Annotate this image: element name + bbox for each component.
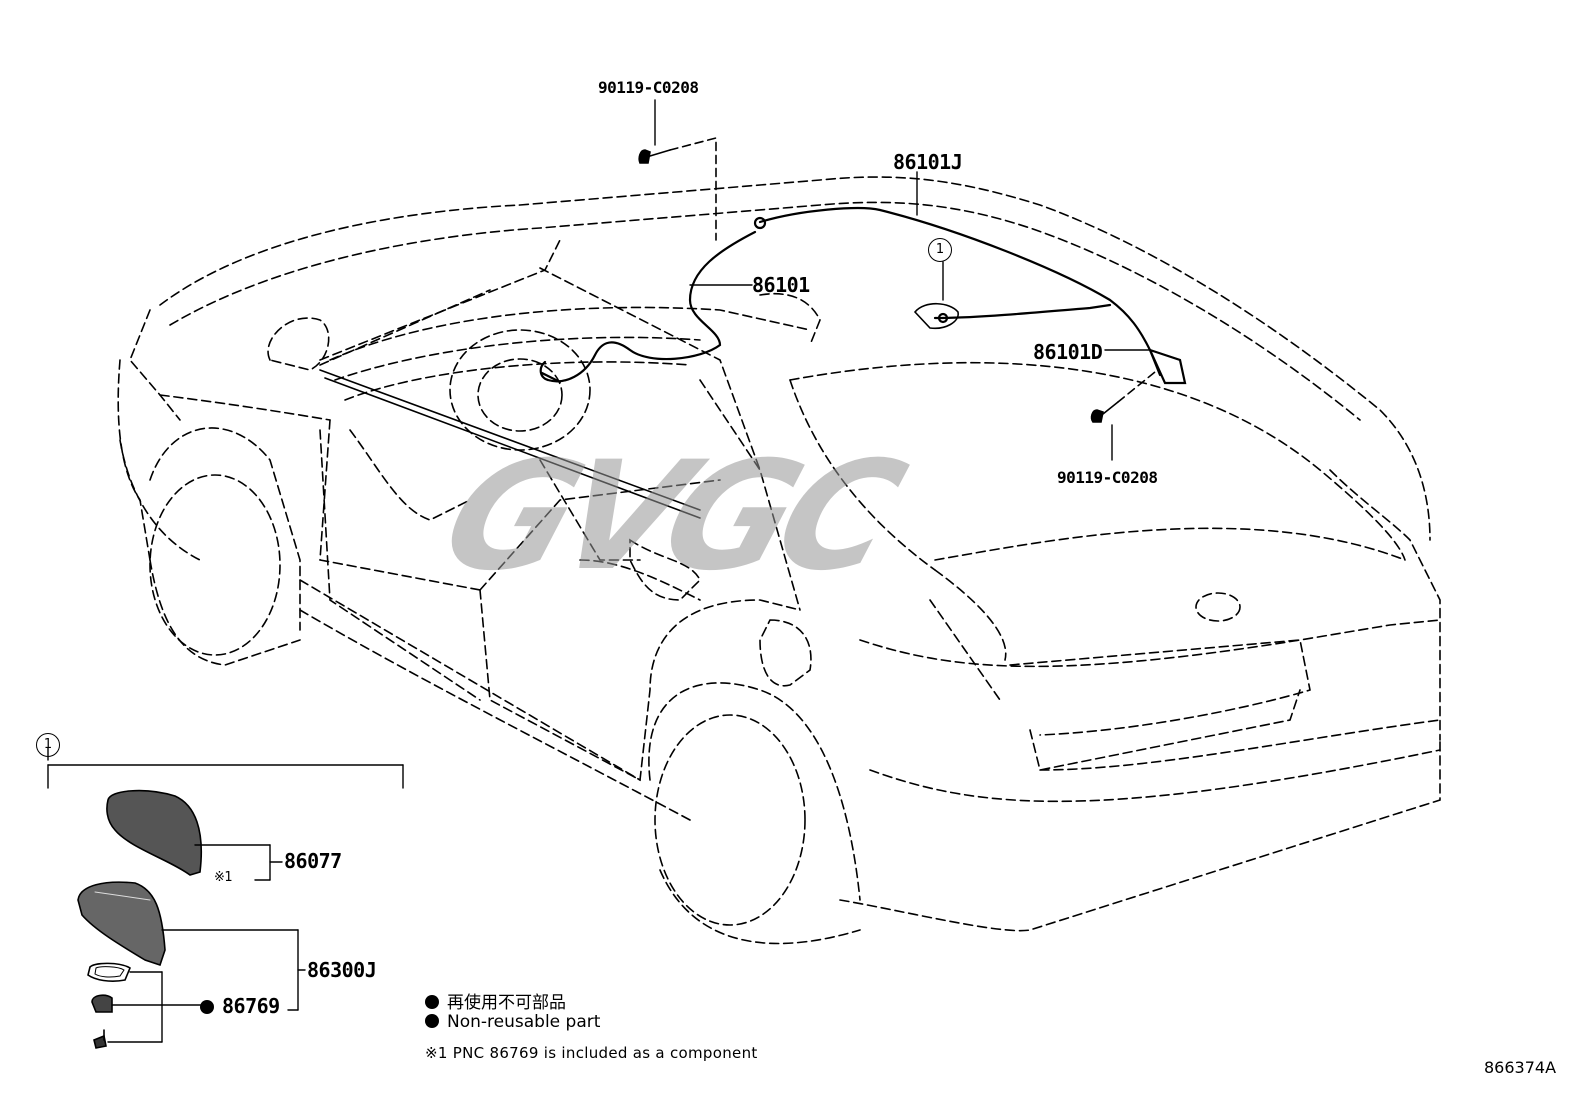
bolt-top-icon [638, 136, 717, 241]
legend-english-text: Non-reusable part [447, 1012, 601, 1032]
legend-bullet-icon [425, 1014, 439, 1028]
connector-icon [91, 994, 113, 1013]
label-cord-roof: 86101J [893, 150, 963, 174]
antenna-cord-front [539, 230, 757, 384]
legend-english: Non-reusable part [425, 1012, 600, 1032]
label-gasket-text: 86769 [222, 994, 280, 1018]
legend-note: ※1 PNC 86769 is included as a component [425, 1044, 758, 1062]
label-gasket: 86769 [200, 994, 280, 1018]
legend-japanese: 再使用不可部品 [425, 988, 566, 1013]
inset-leaders [107, 844, 306, 1043]
watermark: GVGC [423, 430, 913, 604]
leader-lines [654, 99, 1151, 461]
antenna-assy-icon [77, 881, 166, 967]
antenna-cover-icon [106, 789, 203, 876]
figure-code: 866374A [1484, 1058, 1557, 1077]
car-outline [117, 176, 1441, 945]
screw-icon [93, 1029, 107, 1049]
inset-bracket [47, 747, 404, 789]
antenna-cord-roof [753, 206, 1187, 385]
label-note-mark: ※1 [214, 870, 233, 885]
roof-antenna-base [913, 302, 959, 330]
callout-inset: 1 [36, 733, 60, 757]
bolt-right-icon [1090, 371, 1156, 423]
label-antenna-cover: 86077 [284, 849, 342, 873]
gasket-icon [87, 962, 132, 982]
legend-japanese-text: 再使用不可部品 [447, 993, 566, 1013]
label-bolt-right: 90119-C0208 [1057, 468, 1158, 487]
label-antenna-assy: 86300J [307, 958, 377, 982]
label-cord-rear: 86101D [1033, 340, 1103, 364]
callout-car: 1 [928, 238, 952, 262]
label-cord-front: 86101 [752, 273, 810, 297]
legend-bullet-icon [425, 995, 439, 1009]
label-bolt-top: 90119-C0208 [598, 78, 699, 97]
non-reusable-bullet-icon [200, 1000, 214, 1014]
pillar-lines [319, 369, 701, 519]
